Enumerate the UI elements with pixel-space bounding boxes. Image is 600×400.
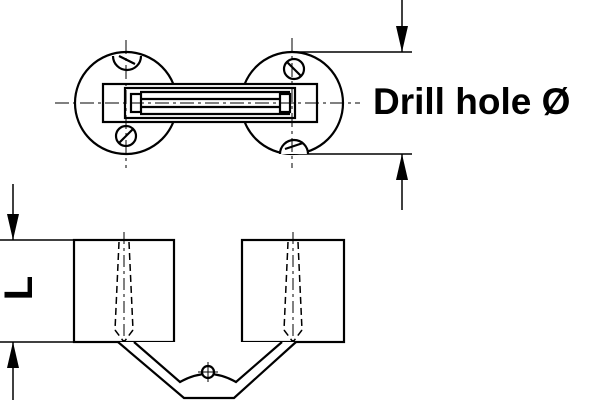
drill-hole-label: Drill hole Ø (373, 81, 571, 122)
drill-dim-arrow-top-head (396, 26, 408, 52)
length-dim-arrow-bottom-head (7, 342, 19, 368)
length-label: L (0, 275, 41, 301)
screw-right-top-icon (282, 57, 306, 81)
right-hidden-screw (283, 232, 303, 345)
drill-dim-arrow-bottom-head (396, 154, 408, 180)
screw-right-bottom-icon (278, 138, 310, 155)
length-dim-arrow-top-head (7, 214, 19, 240)
screw-left-top-icon (111, 55, 143, 72)
top-view (55, 0, 412, 210)
left-hidden-screw (114, 232, 134, 345)
bridge-pivot-icon (198, 362, 218, 382)
side-view (0, 184, 346, 400)
